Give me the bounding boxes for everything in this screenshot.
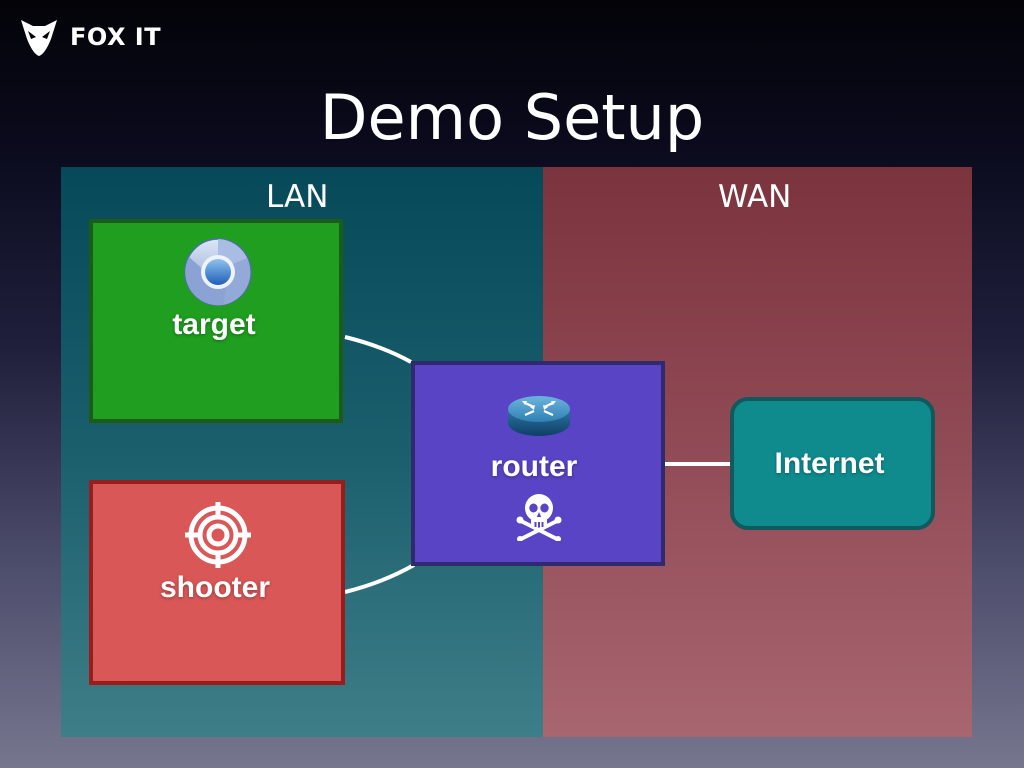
target-label: target	[172, 308, 256, 341]
crosshair-target-icon	[185, 502, 251, 568]
shooter-label: shooter	[159, 571, 270, 604]
internet-label: Internet	[774, 447, 885, 480]
internet-node: Internet	[730, 397, 935, 530]
link-target-router	[344, 335, 412, 364]
fox-it-logo: FOX IT	[18, 16, 161, 58]
shooter-node: shooter	[89, 480, 345, 685]
wan-zone-label: WAN	[718, 179, 792, 215]
logo-wordmark: FOX IT	[70, 23, 162, 51]
router-node: router	[411, 361, 665, 566]
router-icon	[508, 396, 570, 436]
chrome-browser-icon	[184, 238, 252, 306]
lan-zone-label: LAN	[266, 179, 329, 215]
slide-title: Demo Setup	[319, 81, 705, 154]
fox-head-icon	[21, 20, 57, 56]
target-node: target	[89, 219, 343, 423]
skull-crossbones-icon	[516, 494, 562, 541]
link-shooter-router	[344, 563, 415, 594]
router-label: router	[490, 450, 578, 483]
